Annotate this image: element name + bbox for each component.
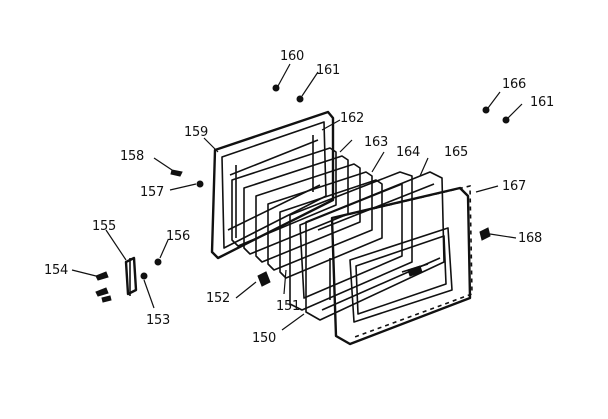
screw-161a	[296, 95, 304, 103]
back-panel	[210, 110, 335, 260]
callout-155: 155	[92, 219, 116, 234]
callout-156: 156	[166, 229, 190, 244]
callout-159: 159	[184, 125, 208, 140]
callout-150: 150	[252, 331, 276, 346]
callout-153: 153	[146, 313, 170, 328]
screw-153	[140, 272, 148, 280]
callout-166: 166	[502, 77, 526, 92]
screw-158	[170, 169, 183, 177]
callout-165: 165	[444, 145, 468, 160]
screw-154a	[95, 271, 109, 281]
callout-161-top: 161	[316, 63, 340, 78]
callout-168: 168	[518, 231, 542, 246]
callout-160: 160	[280, 49, 304, 64]
clip-168	[479, 227, 491, 241]
screw-154b	[95, 287, 109, 297]
callout-163: 163	[364, 135, 388, 150]
liner-layers	[231, 147, 383, 279]
door-trim-dashed	[341, 184, 473, 339]
callout-157: 157	[140, 185, 164, 200]
clip-152	[257, 271, 271, 287]
leader-lines	[71, 63, 523, 331]
handle-assembly	[124, 256, 138, 296]
callout-162: 162	[340, 111, 364, 126]
callout-151: 151	[276, 299, 300, 314]
callout-154: 154	[44, 263, 68, 278]
callout-167: 167	[502, 179, 526, 194]
callout-152: 152	[206, 291, 230, 306]
callout-164: 164	[396, 145, 420, 160]
screw-160	[272, 84, 280, 92]
screw-166	[482, 106, 490, 114]
callout-161-right: 161	[530, 95, 554, 110]
screw-154c	[101, 295, 112, 303]
screw-156	[154, 258, 162, 266]
screw-161b	[502, 116, 510, 124]
callout-158: 158	[120, 149, 144, 164]
screw-157	[196, 180, 204, 188]
door-frame-164	[289, 171, 413, 311]
